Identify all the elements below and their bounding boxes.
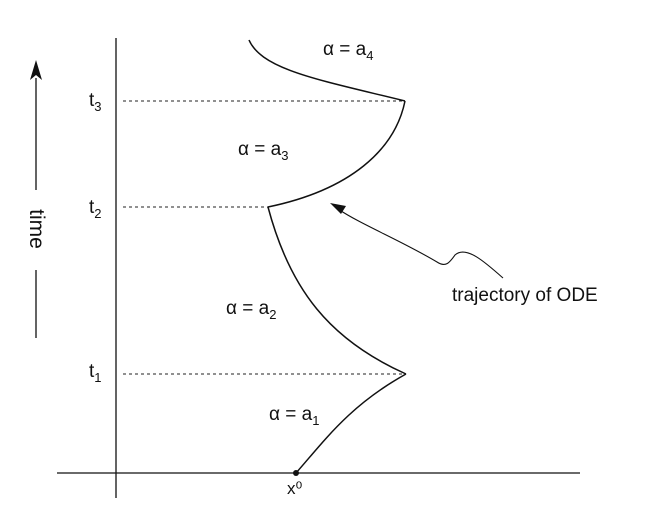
region-label-a4-base: α = a — [323, 39, 367, 60]
region-label-a4: α = a4 — [323, 40, 373, 62]
region-label-a2-sub: 2 — [269, 306, 277, 322]
annotation-pointer — [337, 208, 504, 279]
region-label-a2: α = a2 — [226, 299, 276, 321]
tick-t2-base: t — [89, 197, 95, 218]
region-label-a3-base: α = a — [238, 139, 282, 160]
tick-t1-base: t — [89, 361, 95, 382]
trajectory-segment-3 — [267, 100, 406, 208]
tick-t3-base: t — [89, 90, 95, 111]
trajectory-segment-2 — [267, 206, 407, 375]
region-label-a1-sub: 1 — [312, 412, 320, 428]
region-label-a3-sub: 3 — [281, 147, 289, 163]
tick-t1: t1 — [89, 362, 102, 384]
region-label-a3: α = a3 — [238, 140, 288, 162]
trajectory-annotation: trajectory of ODE — [452, 285, 598, 306]
tick-t3-sub: 3 — [94, 98, 102, 114]
time-arrow-head — [30, 60, 42, 80]
tick-t1-sub: 1 — [94, 369, 102, 385]
tick-t2-sub: 2 — [94, 205, 102, 221]
tick-t2: t2 — [89, 198, 102, 220]
region-label-a4-sub: 4 — [366, 47, 374, 63]
trajectory-segment-4 — [248, 39, 406, 102]
annotation-arrow-head — [330, 203, 346, 214]
trajectory-segment-1 — [295, 373, 407, 474]
start-point-label: x⁰ — [287, 479, 303, 498]
time-axis-label: time — [25, 209, 48, 249]
start-point-dot — [293, 470, 299, 476]
region-label-a2-base: α = a — [226, 298, 270, 319]
region-label-a1: α = a1 — [269, 405, 319, 427]
region-label-a1-base: α = a — [269, 404, 313, 425]
tick-t3: t3 — [89, 91, 102, 113]
